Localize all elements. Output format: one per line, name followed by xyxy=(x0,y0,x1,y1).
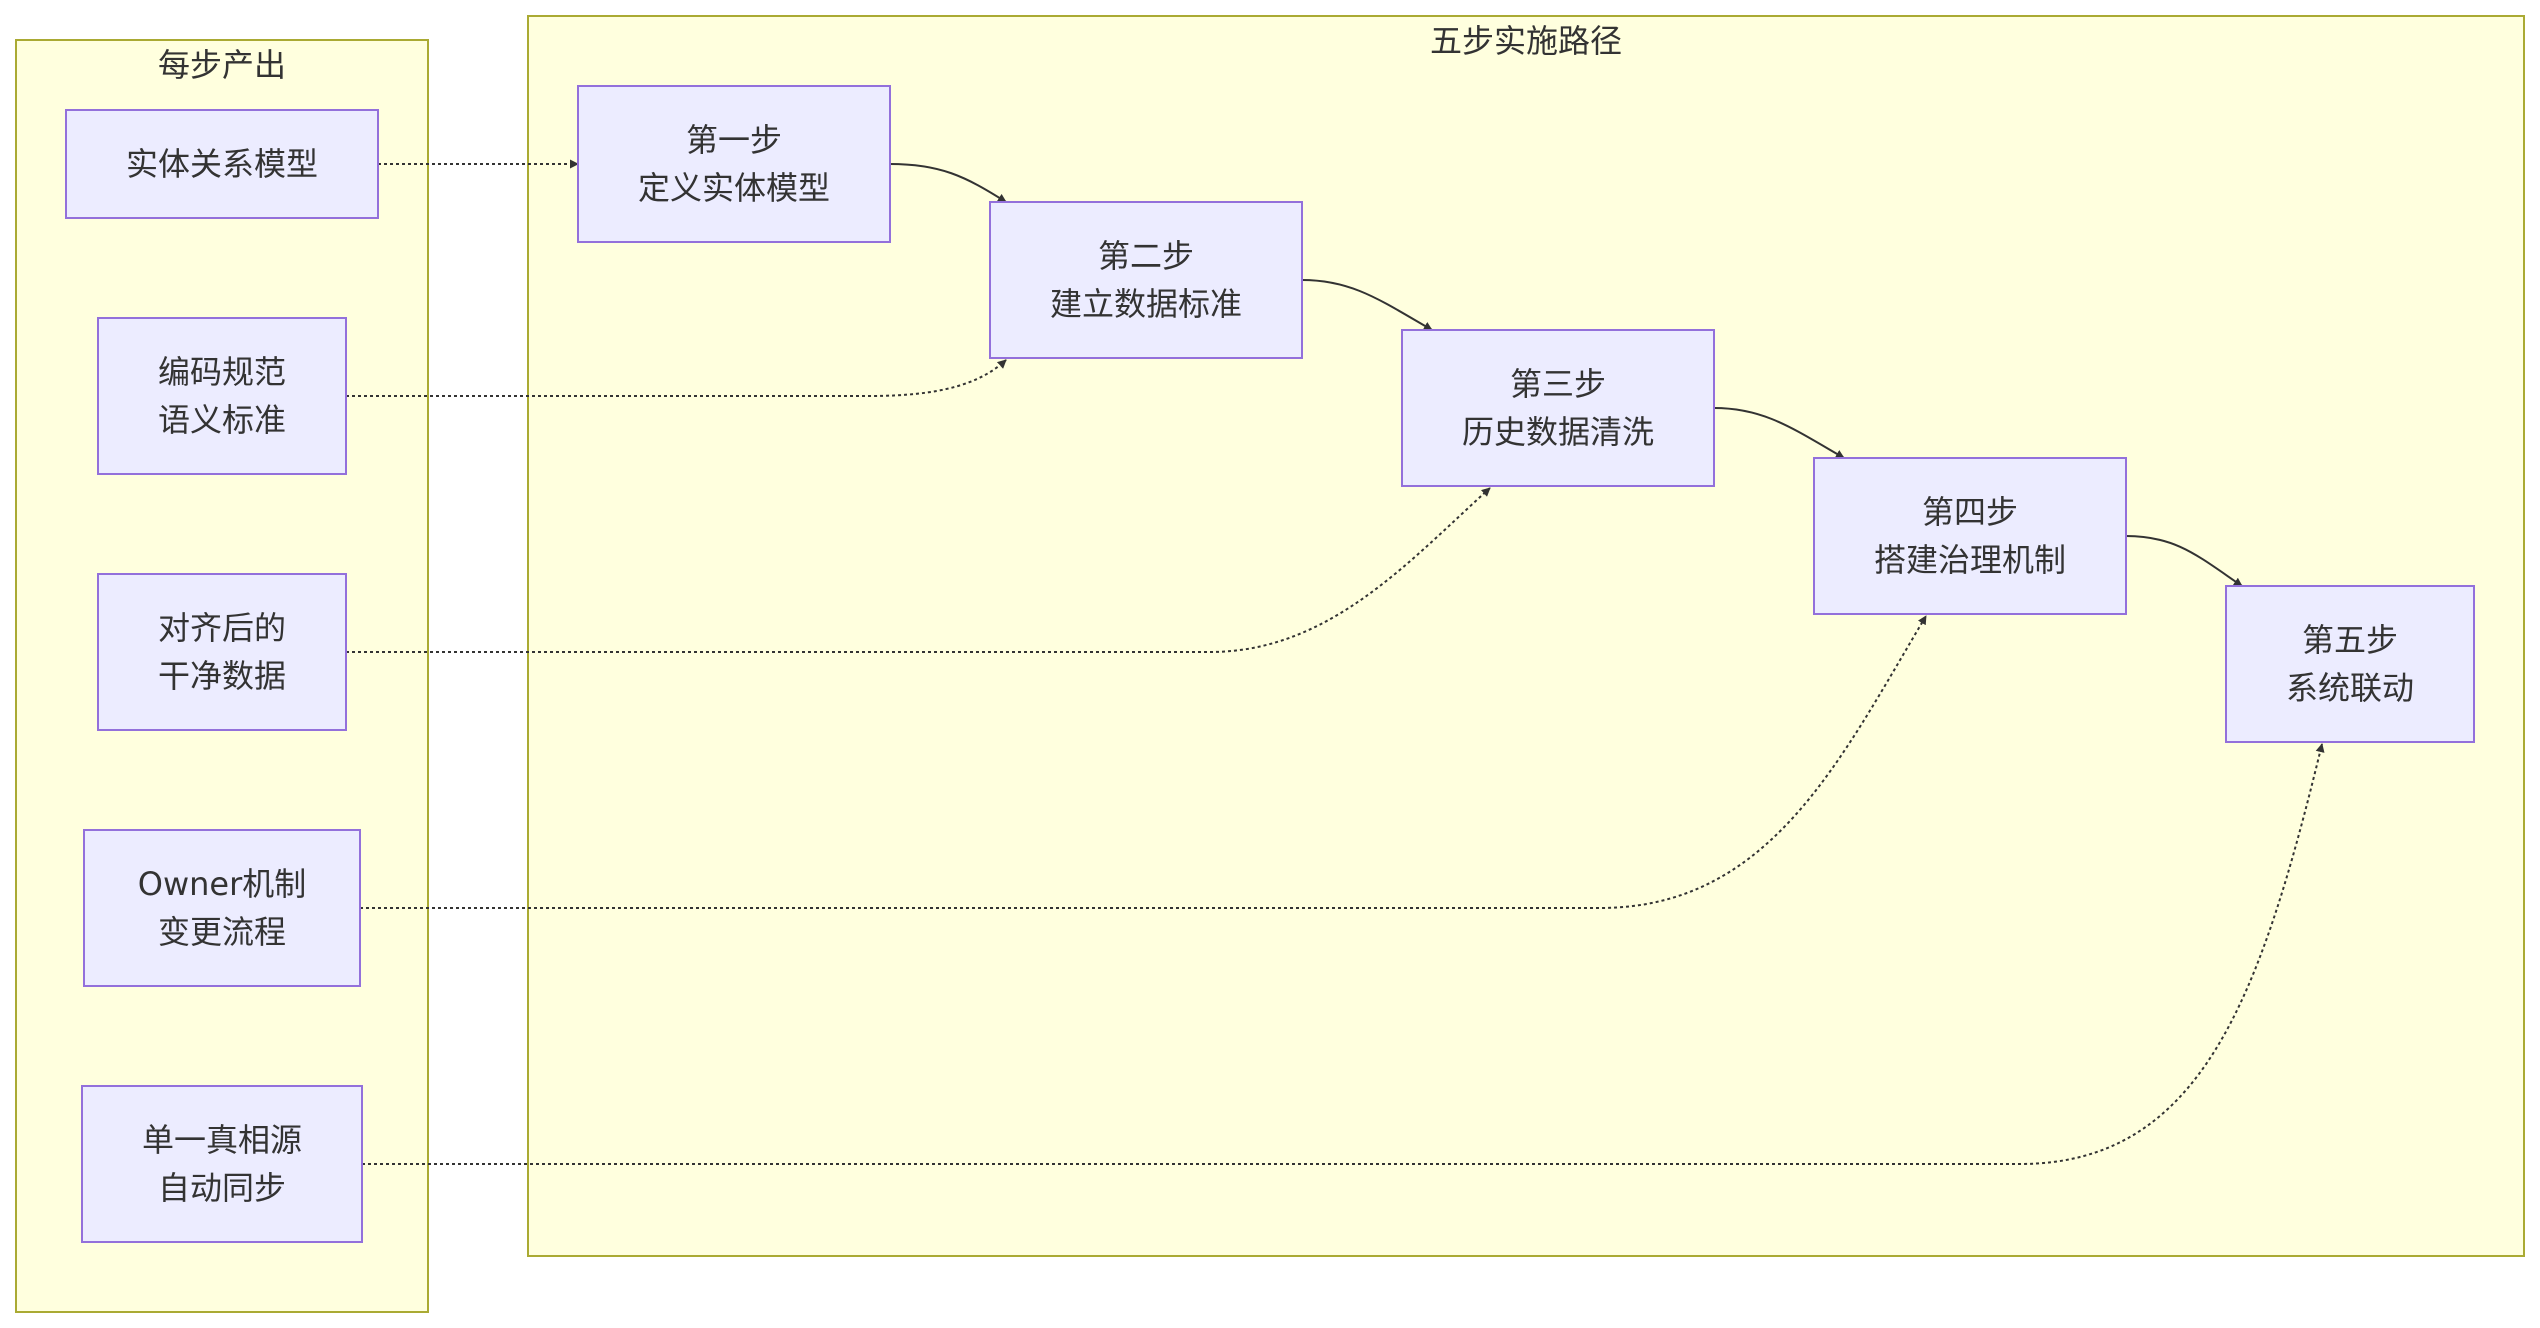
node-o2-label-line-1: 编码规范 xyxy=(158,353,286,391)
node-s4-label-line-1: 第四步 xyxy=(1922,493,2018,531)
node-o2-box[interactable] xyxy=(97,317,347,475)
node-s1-label-line-1: 第一步 xyxy=(686,121,782,159)
node-o5-label-line-2: 自动同步 xyxy=(158,1169,286,1207)
edge-s4-s5 xyxy=(2125,535,2243,587)
node-s2-box[interactable] xyxy=(989,201,1303,359)
node-s1-label-line-2: 定义实体模型 xyxy=(638,169,830,207)
node-s5-label-line-1: 第五步 xyxy=(2302,621,2398,659)
node-s2-label-line-2: 建立数据标准 xyxy=(1050,285,1242,323)
node-o1-box[interactable] xyxy=(65,109,379,219)
node-o4-box[interactable] xyxy=(83,829,361,987)
edge-o4-s4 xyxy=(360,615,1927,909)
node-s5-box[interactable] xyxy=(2225,585,2475,743)
node-o4-label-line-1: Owner机制 xyxy=(138,865,307,903)
node-o5-box[interactable] xyxy=(81,1085,363,1243)
cluster-path: 五步实施路径 xyxy=(527,15,2525,1257)
node-o1-label-line-1: 实体关系模型 xyxy=(126,145,318,183)
cluster-path-title: 五步实施路径 xyxy=(1430,22,1622,60)
edge-s1-s2 xyxy=(889,163,1007,203)
node-o3-box[interactable] xyxy=(97,573,347,731)
node-s4-label-line-2: 搭建治理机制 xyxy=(1874,541,2066,579)
edge-o2-s2 xyxy=(346,359,1007,397)
edge-s2-s3 xyxy=(1301,279,1433,331)
node-o4-label-line-2: 变更流程 xyxy=(158,913,286,951)
node-s2-label-line-1: 第二步 xyxy=(1098,237,1194,275)
node-s3-label-line-1: 第三步 xyxy=(1510,365,1606,403)
node-s3-label-line-2: 历史数据清洗 xyxy=(1462,413,1654,451)
node-o2-label-line-2: 语义标准 xyxy=(158,401,286,439)
edge-o5-s5 xyxy=(362,743,2325,1165)
node-o1[interactable]: 实体关系模型 xyxy=(65,109,379,219)
node-s5-label-line-2: 系统联动 xyxy=(2286,669,2414,707)
cluster-outputs-title: 每步产出 xyxy=(158,46,286,84)
node-o5-label-line-1: 单一真相源 xyxy=(142,1121,302,1159)
node-o3-label-line-1: 对齐后的 xyxy=(158,609,286,647)
edge-s3-s4 xyxy=(1713,407,1845,459)
node-s1-box[interactable] xyxy=(577,85,891,243)
node-o3-label-line-2: 干净数据 xyxy=(158,657,286,695)
node-s3-box[interactable] xyxy=(1401,329,1715,487)
node-s4-box[interactable] xyxy=(1813,457,2127,615)
edge-o3-s3 xyxy=(346,487,1491,653)
